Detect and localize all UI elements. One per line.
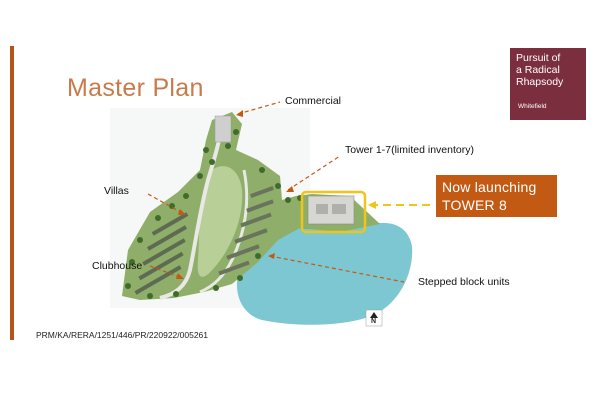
launch-line: Now launching xyxy=(442,179,537,195)
tower-8-site xyxy=(307,195,355,225)
leader-lines xyxy=(147,101,405,283)
brand-line: Rhapsody xyxy=(516,76,564,88)
brand-line: a Radical xyxy=(516,64,560,76)
villas-label: Villas xyxy=(104,185,129,197)
launch-tower-label: TOWER 8 xyxy=(442,197,507,213)
brand-subtitle: Whitefield xyxy=(518,103,547,110)
accent-bar xyxy=(10,46,14,340)
clubhouse-label: Clubhouse xyxy=(92,260,143,272)
site-land xyxy=(122,112,380,300)
towers-label: Tower 1-7(limited inventory) xyxy=(345,144,474,156)
commercial-label: Commercial xyxy=(285,95,342,107)
villa-rows xyxy=(134,212,189,295)
secondary-road xyxy=(199,169,249,294)
leader-arrow-heads xyxy=(176,110,294,279)
tower-rows xyxy=(218,186,274,276)
rera-number: PRM/KA/RERA/1251/446/PR/220922/005261 xyxy=(36,330,209,340)
commercial-block xyxy=(214,115,232,143)
compass-label: N xyxy=(371,318,376,325)
tower-8-block xyxy=(316,204,328,214)
tower-8-block xyxy=(332,204,346,214)
compass-icon xyxy=(365,309,383,327)
brand-line: Pursuit of xyxy=(516,52,561,64)
main-road xyxy=(159,115,226,300)
stepped-units-label: Stepped block units xyxy=(418,276,510,288)
page-title: Master Plan xyxy=(67,74,204,102)
tower-8-highlight xyxy=(300,190,367,234)
now-launching-banner: Now launching TOWER 8 xyxy=(436,175,557,217)
launch-arrow-head xyxy=(368,201,376,209)
central-lawn xyxy=(197,166,243,277)
brand-logo: Pursuit of a Radical Rhapsody Whitefield xyxy=(510,48,586,120)
lake xyxy=(236,222,413,325)
